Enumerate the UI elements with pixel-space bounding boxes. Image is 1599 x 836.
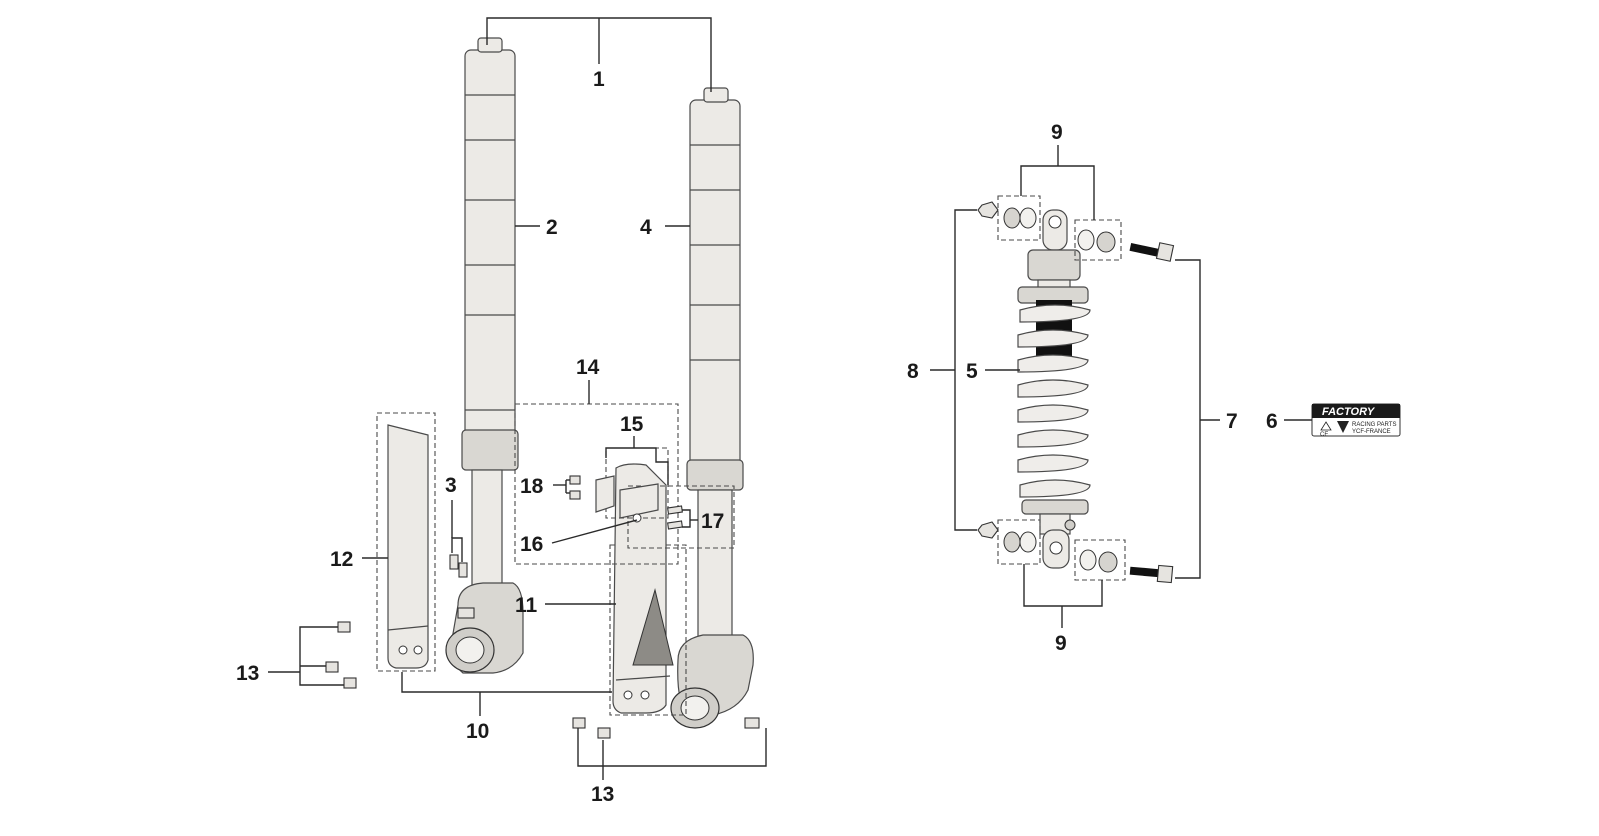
decal-mark: CE [1320, 432, 1328, 438]
callout-16: 16 [520, 533, 543, 556]
callout-9-top: 9 [1051, 121, 1063, 144]
callout-14: 14 [576, 356, 600, 379]
callout-4: 4 [640, 216, 652, 239]
factory-decal: FACTORY CE RACING PARTS YCF-FRANCE [1311, 403, 1401, 438]
decal-line1: RACING PARTS [1352, 422, 1396, 428]
callout-2: 2 [546, 216, 558, 239]
callout-10: 10 [466, 720, 489, 743]
callout-numbers: 1 2 4 3 12 13 10 11 13 14 15 16 17 18 9 … [236, 68, 1278, 806]
callout-8: 8 [907, 360, 919, 383]
left-fork-tube [445, 37, 524, 674]
callout-15: 15 [620, 413, 644, 436]
callout-3: 3 [445, 474, 457, 497]
leader-lines [268, 17, 1312, 780]
right-fork-tube [670, 87, 754, 729]
callout-1: 1 [593, 68, 605, 91]
callout-18: 18 [520, 475, 544, 498]
shock-bushings [977, 195, 1126, 581]
callout-9-bottom: 9 [1055, 632, 1067, 655]
decal-line2: YCF-FRANCE [1352, 429, 1391, 435]
callout-13-bottom: 13 [591, 783, 614, 806]
callout-5: 5 [966, 360, 978, 383]
callout-12: 12 [330, 548, 353, 571]
callout-7: 7 [1226, 410, 1238, 433]
shock-mounting-bolts [1129, 242, 1175, 584]
left-fork-guard [376, 412, 436, 672]
brake-clamp-kit [514, 403, 735, 565]
callout-13-left: 13 [236, 662, 259, 685]
callout-17: 17 [701, 510, 724, 533]
fork-guard-screws [325, 554, 760, 739]
rear-shock-absorber [1017, 209, 1091, 569]
callout-6: 6 [1266, 410, 1278, 433]
decal-brand: FACTORY [1322, 406, 1376, 418]
right-fork-guard [609, 463, 687, 716]
callout-11: 11 [515, 594, 538, 617]
